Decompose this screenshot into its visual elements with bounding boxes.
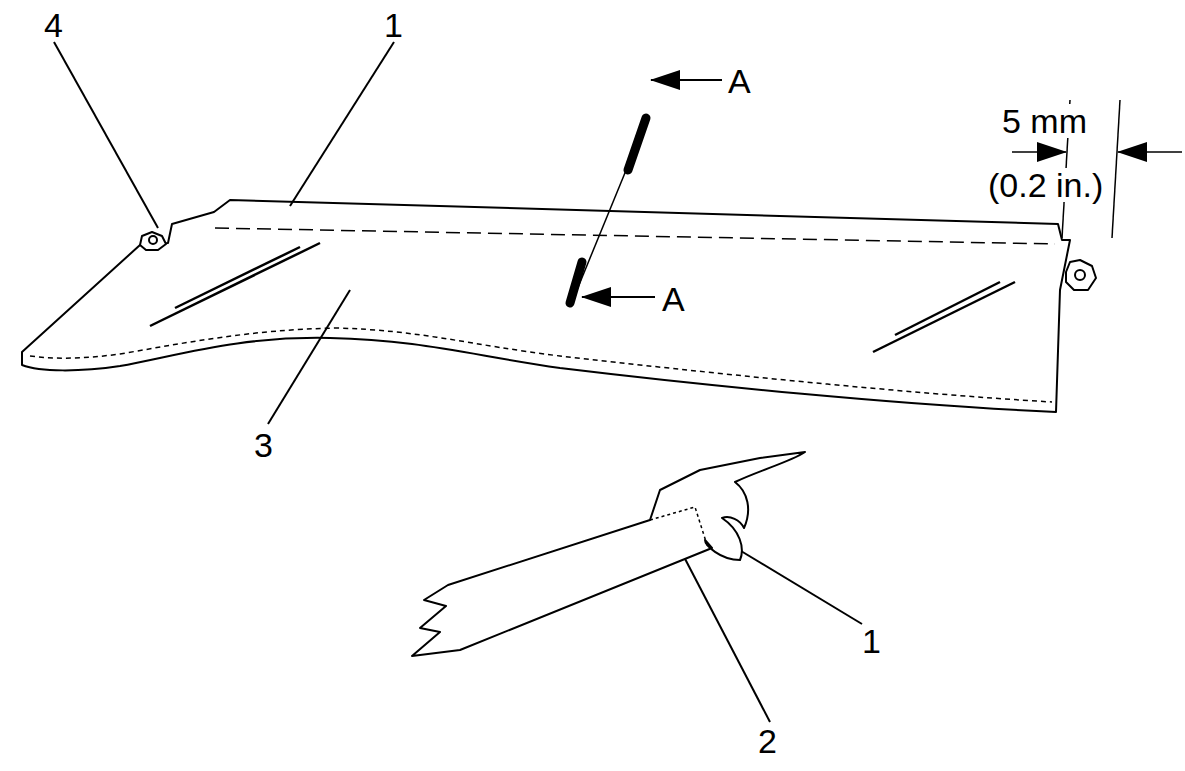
dimension-label: 5 mm [1000, 104, 1089, 138]
glass-outline [22, 200, 1070, 412]
callout-number: 1 [862, 624, 881, 658]
section-label: A [728, 64, 751, 98]
glass-reflection [150, 243, 1015, 352]
dimension-arrow [1012, 151, 1066, 153]
section-mark [570, 262, 582, 303]
clip [140, 232, 166, 250]
clip-hole [149, 236, 157, 244]
clip [1066, 260, 1096, 290]
callout-number: 1 [384, 8, 403, 42]
section-mark [628, 118, 646, 170]
callout-number: 4 [44, 8, 63, 42]
clip-hole [1075, 270, 1085, 280]
dashed-edge [215, 228, 1055, 244]
callout-number: 2 [758, 724, 777, 758]
leader-line [54, 42, 862, 722]
section-arrow [582, 296, 655, 298]
section-label: A [662, 282, 685, 316]
trim-tool [412, 452, 805, 656]
extension-line [1112, 100, 1120, 238]
section-arrow [651, 79, 722, 81]
dimension-label: (0.2 in.) [986, 168, 1105, 202]
callout-number: 3 [254, 428, 273, 462]
dimension-arrow [1118, 151, 1182, 153]
tool-head-outline [650, 507, 708, 548]
